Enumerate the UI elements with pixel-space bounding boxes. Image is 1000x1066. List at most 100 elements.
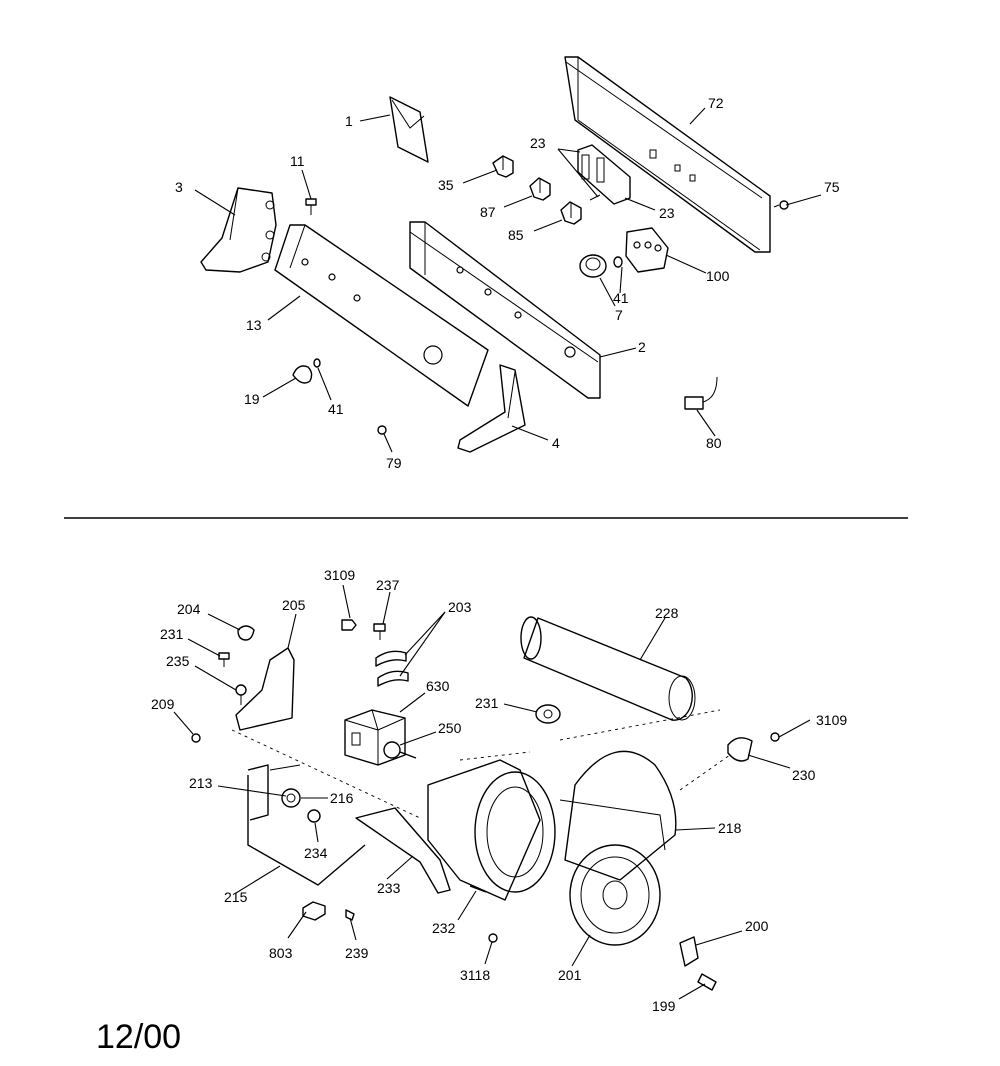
part-200-bracket xyxy=(679,936,699,967)
callout-11: 11 xyxy=(290,153,305,169)
callout-201: 201 xyxy=(558,967,582,983)
callout-3: 3 xyxy=(175,179,183,195)
callout-803: 803 xyxy=(269,945,293,961)
callout-233: 233 xyxy=(377,880,401,896)
part-4-right-endcap xyxy=(457,364,526,453)
callout-630: 630 xyxy=(426,678,450,694)
callout-75: 75 xyxy=(824,179,840,195)
part-233-support xyxy=(355,807,451,894)
part-35-clip xyxy=(492,155,514,178)
callout-239: 239 xyxy=(345,945,369,961)
part-100-switch xyxy=(625,227,669,273)
part-213-bracket xyxy=(247,764,301,821)
lower-section xyxy=(191,616,780,991)
callout-13: 13 xyxy=(246,317,262,333)
lower-leader-lines xyxy=(173,584,811,1000)
callout-3118: 3118 xyxy=(460,967,490,983)
callout-232: 232 xyxy=(432,920,456,936)
part-231-thermostat xyxy=(535,704,561,724)
part-239-clip xyxy=(345,909,355,921)
part-11-screw xyxy=(305,198,317,215)
part-85-clip xyxy=(560,201,582,225)
part-72-rear-panel xyxy=(564,56,771,253)
part-80-connector xyxy=(684,376,718,410)
part-235-screw xyxy=(235,684,247,705)
part-231-screw-left xyxy=(218,652,230,667)
callout-205: 205 xyxy=(282,597,306,613)
callout-23-bottom: 23 xyxy=(659,205,675,221)
part-201-blower-wheel xyxy=(569,844,661,946)
part-41-clip-lower xyxy=(313,358,321,368)
part-230-clamp xyxy=(727,737,753,762)
part-234-nut xyxy=(307,809,321,823)
callout-200: 200 xyxy=(745,918,769,934)
callout-228: 228 xyxy=(655,605,679,621)
part-630-switch-block xyxy=(344,709,406,766)
callout-235: 235 xyxy=(166,653,190,669)
callout-35: 35 xyxy=(438,177,454,193)
callout-72: 72 xyxy=(708,95,724,111)
part-3118-screw xyxy=(488,933,498,943)
part-41-clip-upper xyxy=(613,256,623,268)
callout-23-top: 23 xyxy=(530,135,546,151)
callout-216: 216 xyxy=(330,790,354,806)
callout-237: 237 xyxy=(376,577,400,593)
lower-callouts: 3109 237 204 205 203 228 231 235 630 209… xyxy=(151,567,847,1014)
callout-3109-right: 3109 xyxy=(816,712,847,728)
callout-3109-top: 3109 xyxy=(324,567,355,583)
part-3109-right xyxy=(770,732,780,742)
callout-1: 1 xyxy=(345,113,353,129)
part-237-screw xyxy=(373,623,386,640)
callout-230: 230 xyxy=(792,767,816,783)
callout-19: 19 xyxy=(244,391,260,407)
part-7-knob xyxy=(579,254,607,278)
upper-section xyxy=(200,56,789,453)
part-205-bracket xyxy=(235,647,295,731)
upper-leader-lines xyxy=(194,107,822,453)
callout-80: 80 xyxy=(706,435,722,451)
callout-41-upper: 41 xyxy=(613,290,629,306)
part-204-clip xyxy=(237,625,255,641)
callout-209: 209 xyxy=(151,696,175,712)
part-803-clip xyxy=(302,901,326,921)
part-87-clip xyxy=(529,177,551,201)
part-215-rod xyxy=(247,775,366,886)
part-2-control-bracket xyxy=(409,221,601,399)
part-218-blower-housing xyxy=(427,750,677,901)
callout-204: 204 xyxy=(177,601,201,617)
part-232-screw xyxy=(469,885,487,893)
part-23-switch-bracket xyxy=(577,144,631,205)
part-75-screw xyxy=(773,200,789,210)
part-79-plug xyxy=(377,425,387,435)
callout-7: 7 xyxy=(615,307,623,323)
callout-85: 85 xyxy=(508,227,524,243)
callout-231-right: 231 xyxy=(475,695,499,711)
part-250-thermostat xyxy=(383,741,417,759)
callout-4: 4 xyxy=(552,435,560,451)
upper-callouts: 1 72 11 23 3 35 23 75 87 85 100 13 41 7 … xyxy=(175,95,840,471)
callout-215: 215 xyxy=(224,889,248,905)
callout-213: 213 xyxy=(189,775,213,791)
part-19-knob xyxy=(292,365,313,384)
callout-2: 2 xyxy=(638,339,646,355)
callout-203: 203 xyxy=(448,599,472,615)
callout-218: 218 xyxy=(718,820,742,836)
part-199-screw xyxy=(697,973,717,991)
callout-231-left: 231 xyxy=(160,626,184,642)
part-216-thermostat xyxy=(281,788,301,808)
callout-199: 199 xyxy=(652,998,676,1014)
callout-41-lower: 41 xyxy=(328,401,344,417)
part-228-duct xyxy=(520,616,696,721)
part-203-clips xyxy=(375,650,409,687)
callout-79: 79 xyxy=(386,455,402,471)
callout-250: 250 xyxy=(438,720,462,736)
part-13-control-panel xyxy=(274,224,489,407)
part-3109-top xyxy=(341,619,357,631)
callout-87: 87 xyxy=(480,204,496,220)
footer-date: 12/00 xyxy=(96,1018,181,1056)
callout-234: 234 xyxy=(304,845,328,861)
part-209-plug xyxy=(191,733,201,743)
callout-100: 100 xyxy=(706,268,730,284)
part-1-manual xyxy=(389,96,429,163)
